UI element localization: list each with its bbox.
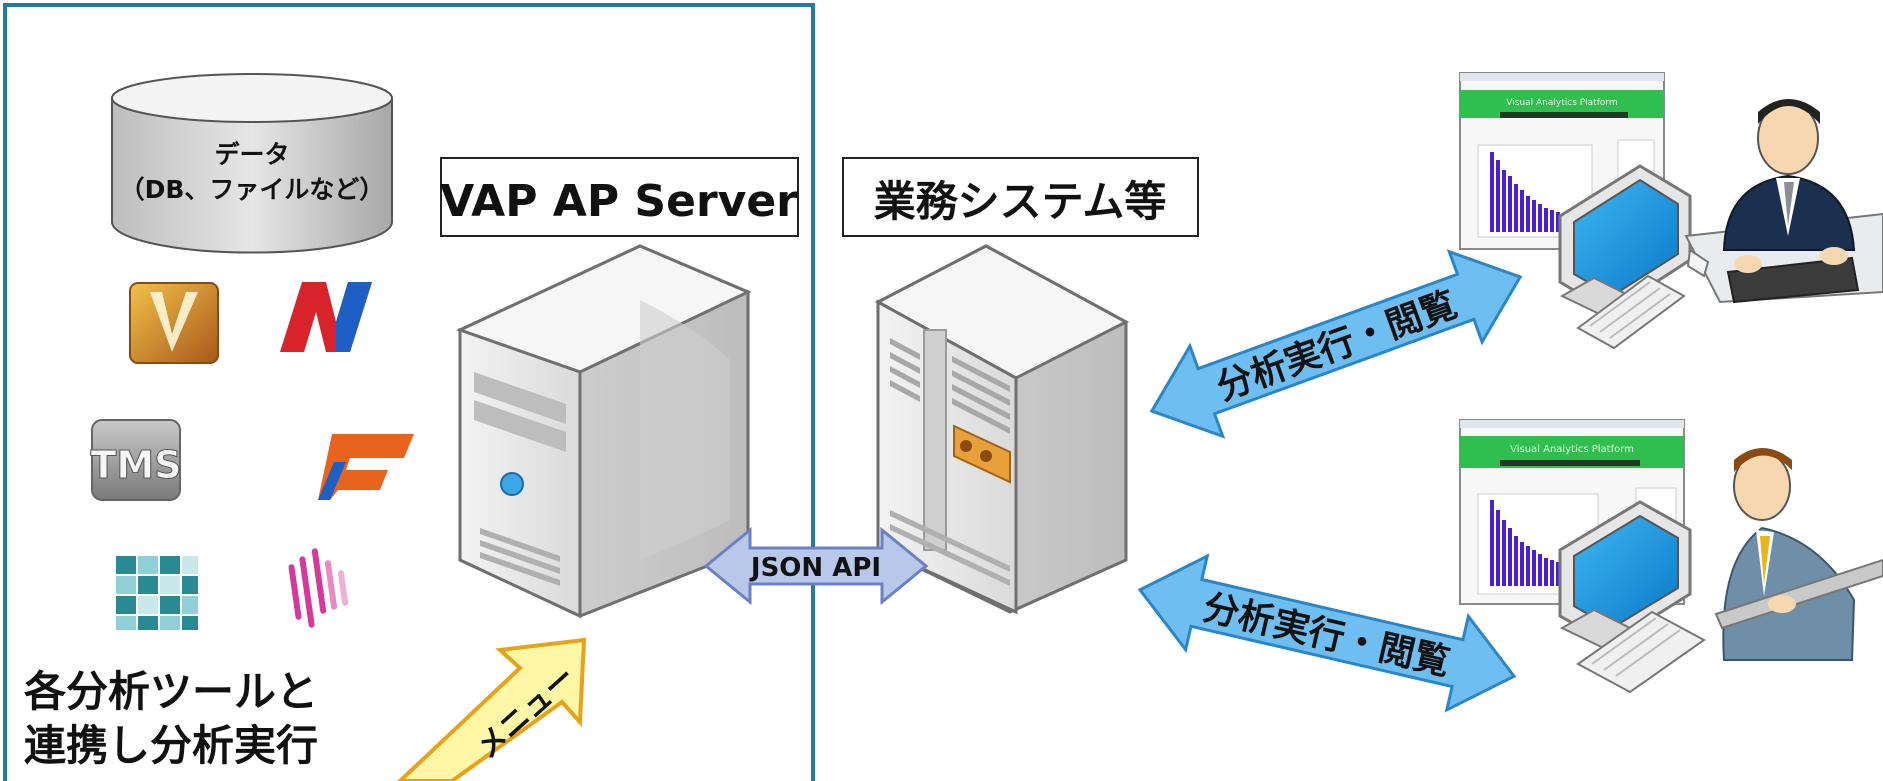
v-logo-icon <box>129 282 219 364</box>
analysis-caption-line2: 連携し分析実行 <box>24 721 318 770</box>
n-logo-icon <box>280 282 372 352</box>
stripes-logo-icon <box>288 548 349 628</box>
json-api-arrow[interactable]: JSON API <box>703 526 929 606</box>
bar-chart-upper <box>1490 152 1560 232</box>
f-logo-icon <box>318 434 414 500</box>
vap-server-label-box <box>440 157 799 237</box>
bar-chart-lower <box>1490 500 1560 586</box>
client-arrow-lower-label: 分析実行・閲覧 <box>1199 587 1454 684</box>
data-store-icon: データ （DB、ファイルなど） <box>111 73 393 254</box>
business-system-label-box <box>842 157 1199 237</box>
business-system-label: 業務システム等 <box>874 177 1167 226</box>
grid-logo-icon <box>116 556 198 630</box>
tms-logo-icon: TMS <box>90 419 182 501</box>
client-arrow-upper-label: 分析実行・閲覧 <box>1211 284 1462 409</box>
svg-text:TMS: TMS <box>90 443 181 487</box>
data-store-sublabel: （DB、ファイルなど） <box>120 175 385 204</box>
menu-arrow[interactable]: メニュー <box>397 637 587 781</box>
vap-server-icon <box>456 244 752 619</box>
user-standing-icon <box>1714 448 1883 661</box>
data-store-label: データ <box>214 140 289 169</box>
screenshot-app-title-upper: Visual Analytics Platform <box>1506 98 1617 108</box>
client-computer-upper <box>1558 164 1692 350</box>
user-seated-icon <box>1684 99 1883 304</box>
json-api-label: JSON API <box>749 553 881 583</box>
vap-server-label: VAP AP Server <box>440 176 798 227</box>
vap-frame <box>3 3 815 781</box>
client-computer-lower <box>1558 500 1706 694</box>
analysis-caption-line1: 各分析ツールと <box>24 667 318 716</box>
business-server-icon <box>874 244 1130 615</box>
screenshot-app-title-lower: Visual Analytics Platform <box>1510 444 1634 455</box>
